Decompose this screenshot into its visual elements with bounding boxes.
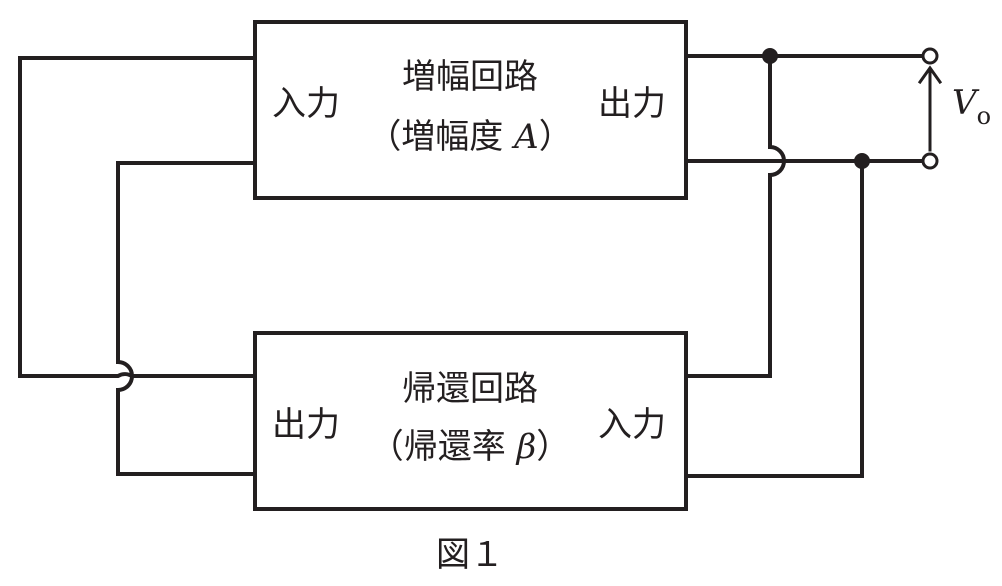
voltage-arrow-icon <box>917 65 943 152</box>
amplifier-title: 増幅回路 <box>402 57 538 97</box>
feedback-ratio-symbol: β <box>515 427 537 467</box>
output-voltage-subscript: o <box>977 102 991 130</box>
amplifier-subtitle: （増幅度 A） <box>367 117 572 157</box>
wire-inner-left-loop <box>116 161 257 476</box>
amplifier-subtitle-open: （増幅度 <box>367 117 514 157</box>
amplifier-subtitle-close: ） <box>539 117 573 157</box>
figure-caption: 図１ <box>436 535 504 575</box>
feedback-input-label: 入力 <box>598 405 666 445</box>
feedback-subtitle: （帰還率 β） <box>370 427 570 467</box>
amplifier-output-label: 出力 <box>598 84 666 124</box>
feedback-subtitle-close: ） <box>536 427 570 467</box>
output-terminal-bottom <box>921 152 939 170</box>
wire-outer-left-loop <box>18 56 257 378</box>
wire-feedback-input-top <box>684 54 786 378</box>
feedback-subtitle-open: （帰還率 <box>370 427 517 467</box>
junction-dot-top <box>762 48 778 64</box>
amplifier-gain-symbol: A <box>511 117 539 157</box>
junction-dot-bottom <box>854 153 870 169</box>
amplifier-input-label: 入力 <box>272 84 340 124</box>
output-terminal-top <box>921 47 939 65</box>
amplifier-block <box>253 20 688 200</box>
wire-feedback-input-bottom <box>684 159 864 478</box>
feedback-title: 帰還回路 <box>402 369 538 409</box>
output-voltage-symbol: V <box>952 83 980 123</box>
output-voltage-label: Vo <box>952 83 991 130</box>
feedback-block <box>253 331 688 511</box>
feedback-output-label: 出力 <box>272 405 340 445</box>
